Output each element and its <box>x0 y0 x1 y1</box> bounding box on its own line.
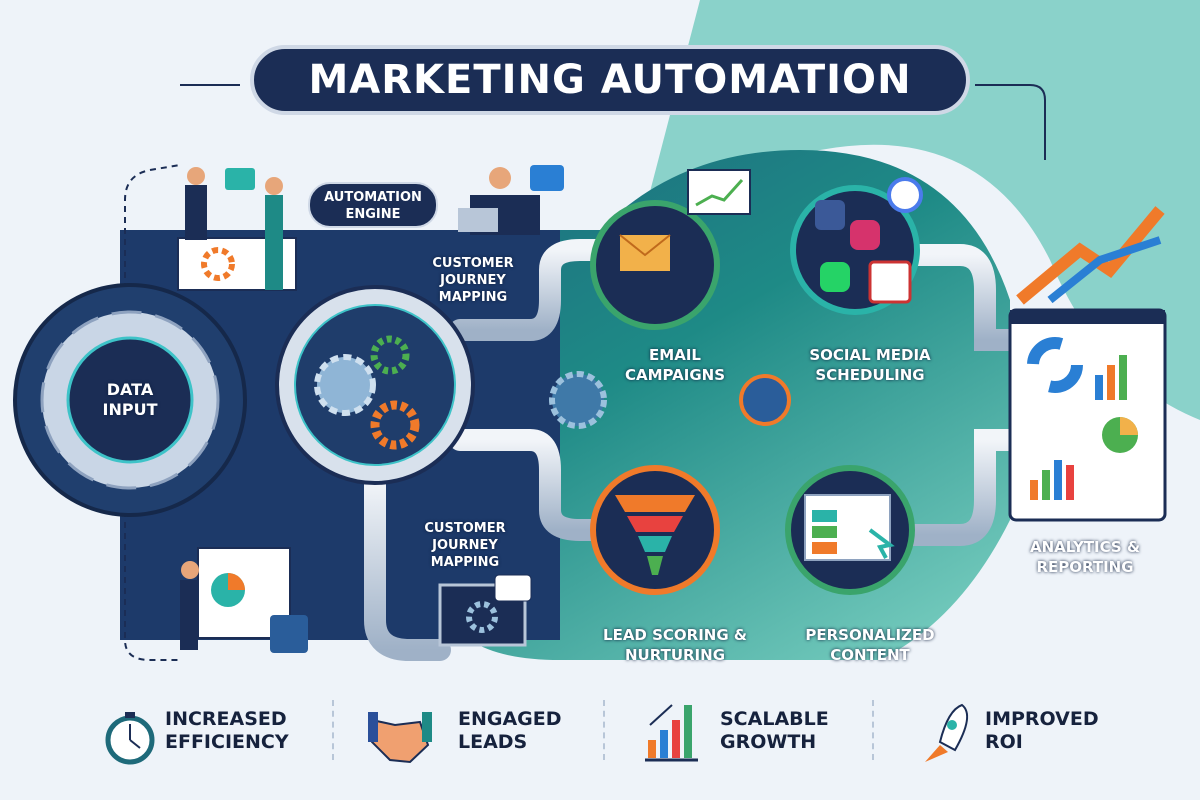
benefit-label: IMPROVED ROI <box>985 708 1099 753</box>
benefit-efficiency: INCREASED EFFICIENCY <box>165 708 305 754</box>
benefit-label: INCREASED EFFICIENCY <box>165 708 289 753</box>
social-media-label: SOCIAL MEDIA SCHEDULING <box>809 346 931 384</box>
divider <box>872 700 874 760</box>
robot-icon <box>739 374 791 426</box>
social-circle-icon <box>790 177 923 315</box>
automation-hub-icon <box>275 285 475 485</box>
data-input-gear-icon <box>13 283 247 517</box>
analytics-reporting-label: ANALYTICS & REPORTING <box>1029 538 1141 576</box>
email-circle-icon <box>590 169 751 330</box>
bar-chart-growth-icon <box>645 704 698 762</box>
data-input-label: DATA INPUT <box>102 380 158 419</box>
benefit-improved-roi: IMPROVED ROI <box>985 708 1105 754</box>
benefit-scalable-growth: SCALABLE GROWTH <box>720 708 840 754</box>
analytics-dashboard-icon <box>1008 206 1167 522</box>
small-gear-icon <box>549 371 607 429</box>
benefit-label: ENGAGED LEADS <box>458 708 562 753</box>
divider <box>603 700 605 760</box>
customer-journey-label-top: CUSTOMER JOURNEY MAPPING <box>432 256 514 305</box>
page-title: MARKETING AUTOMATION <box>250 45 970 115</box>
lead-funnel-icon <box>590 465 720 595</box>
lead-scoring-label: LEAD SCORING & NURTURING <box>603 626 747 664</box>
automation-engine-label: AUTOMATION ENGINE <box>308 182 438 228</box>
personalized-content-label: PERSONALIZED CONTENT <box>805 626 935 664</box>
handshake-icon <box>368 712 432 764</box>
stopwatch-icon <box>105 712 155 765</box>
divider <box>332 700 334 760</box>
benefit-label: SCALABLE GROWTH <box>720 708 829 753</box>
customer-journey-label-bottom: CUSTOMER JOURNEY MAPPING <box>424 521 506 570</box>
personalized-content-icon <box>785 465 915 595</box>
team-illustration-icon <box>177 165 564 653</box>
rocket-icon <box>925 703 969 762</box>
email-campaigns-label: EMAIL CAMPAIGNS <box>624 346 726 384</box>
benefit-engaged-leads: ENGAGED LEADS <box>458 708 568 754</box>
